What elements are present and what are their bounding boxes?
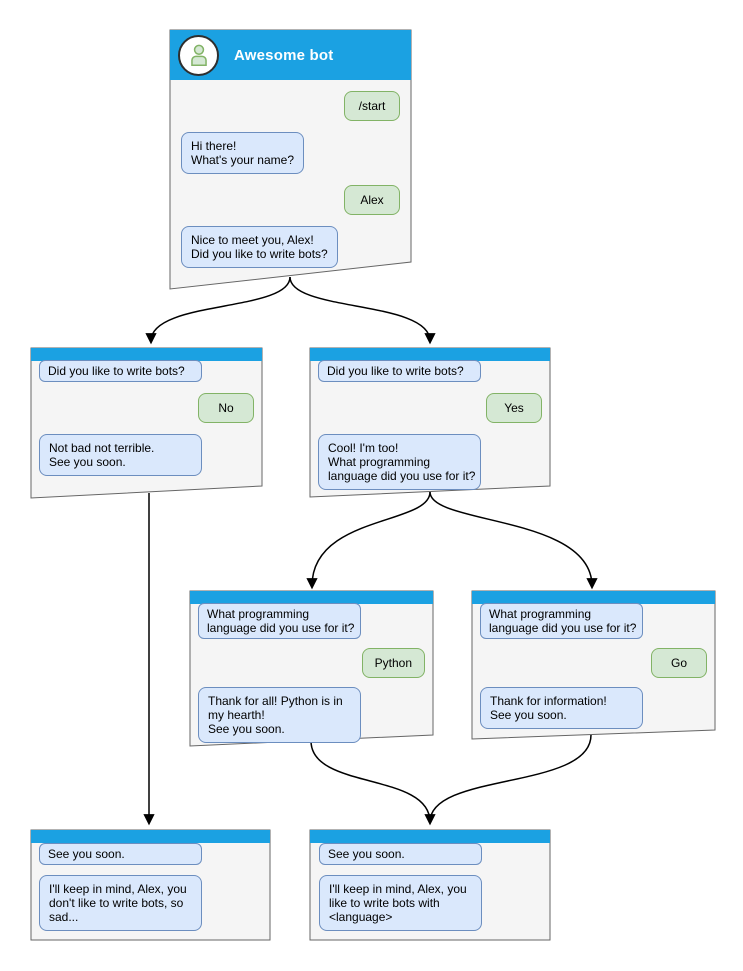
flow-arrow-go-to-final [429,734,592,823]
titlebar-no-branch [31,348,262,361]
bot-message: See you soon. [39,843,202,865]
titlebar-python-branch [190,591,433,604]
titlebar-final-no [31,830,270,843]
bot-message: Cool! I'm too! What programming language… [318,434,481,490]
bot-message: Hi there! What's your name? [181,132,305,174]
bot-message: I'll keep in mind, Alex, you don't like … [39,875,202,931]
chat-area-yes-branch: Did you like to write bots? Yes Cool! I'… [310,360,550,490]
user-message: Go [651,648,707,678]
titlebar-final-yes [310,830,550,843]
person-icon [190,44,207,67]
chat-area-python-branch: What programming language did you use fo… [190,603,433,743]
user-message: Python [361,648,425,678]
flow-arrow-yes-to-python [306,491,431,590]
bot-message: What programming language did you use fo… [480,603,643,639]
bot-message: Thank for information! See you soon. [480,687,643,729]
bot-message: What programming language did you use fo… [198,603,361,639]
chat-area-final-no: See you soon. I'll keep in mind, Alex, y… [31,843,270,931]
chat-area-final-yes: See you soon. I'll keep in mind, Alex, y… [310,843,550,931]
bot-message: See you soon. [319,843,482,865]
bot-message: Nice to meet you, Alex! Did you like to … [181,226,338,268]
titlebar-go-branch [472,591,715,604]
chat-area-no-branch: Did you like to write bots? No Not bad n… [31,360,262,476]
titlebar-yes-branch [310,348,550,361]
user-message: /start [344,91,400,121]
bot-message: Thank for all! Python is in my hearth! S… [198,687,361,743]
bot-message: I'll keep in mind, Alex, you like to wri… [319,875,482,931]
flow-arrow-main-to-no [145,276,291,345]
avatar [178,34,219,76]
user-message: Yes [486,393,542,423]
bot-title: Awesome bot [234,46,334,64]
bot-message: Not bad not terrible. See you soon. [39,434,202,476]
bot-message: Did you like to write bots? [39,360,202,382]
flow-arrow-yes-to-go [429,491,598,590]
chat-header-main: Awesome bot [170,30,411,80]
chat-area-go-branch: What programming language did you use fo… [472,603,715,729]
chat-area-main: /start Hi there! What's your name? Alex … [170,80,411,279]
flow-arrow-main-to-yes [289,276,436,345]
user-message: No [198,393,254,423]
bot-message: Did you like to write bots? [318,360,481,382]
flow-arrow-python-to-final [310,740,436,826]
user-message: Alex [344,185,400,215]
